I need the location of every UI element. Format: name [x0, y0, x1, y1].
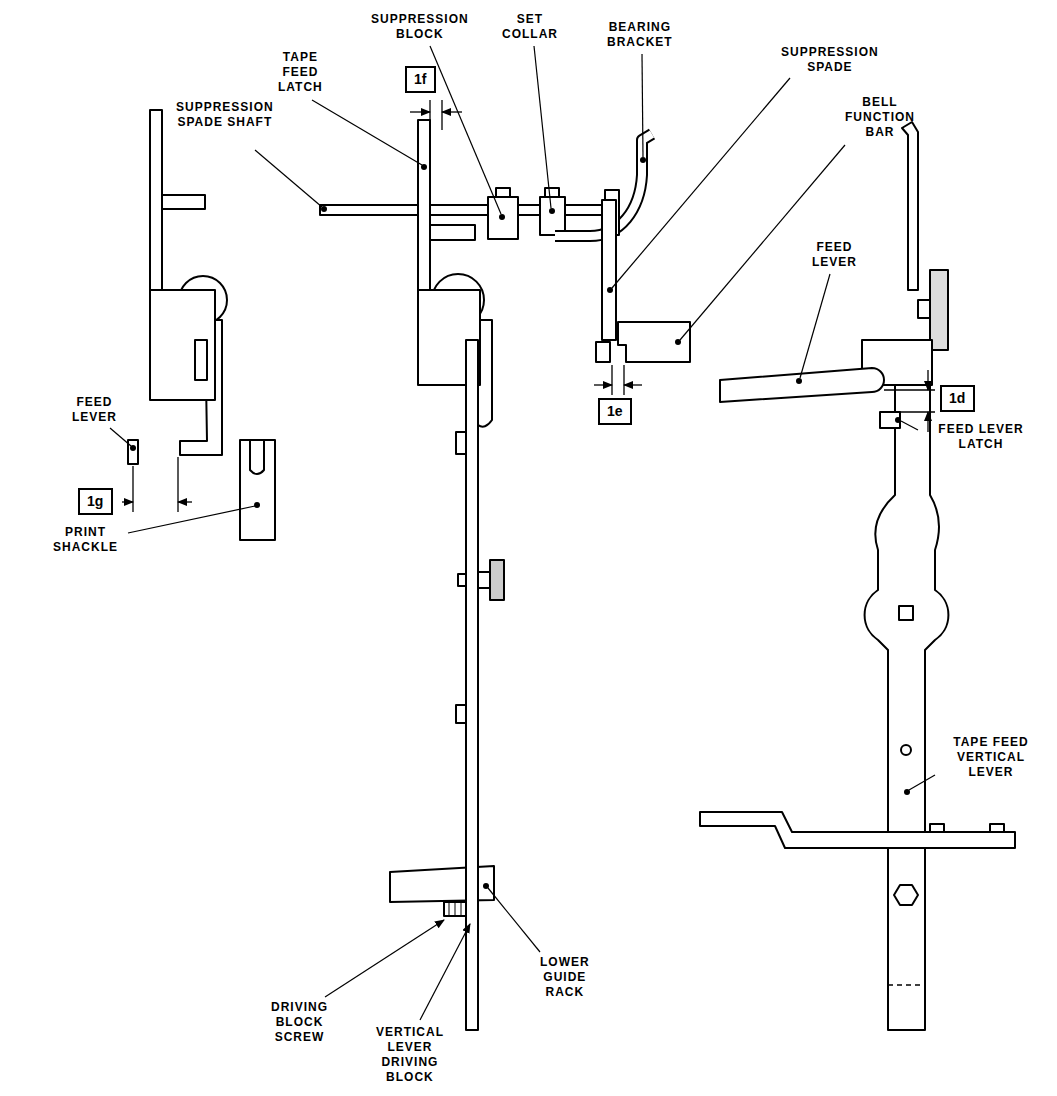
callout-number: 1e: [607, 403, 623, 420]
part-name: TAPE FEED LATCH: [278, 50, 323, 95]
part-name: SUPPRESSION BLOCK: [371, 12, 469, 42]
part-name: LOWER GUIDE RACK: [540, 955, 590, 1000]
part-name: FEED LEVER: [812, 240, 857, 270]
callout-box: 1g: [78, 488, 113, 515]
part-name: BEARING BRACKET: [607, 20, 673, 50]
callout-box: 1e: [598, 398, 632, 425]
callout-number: 1d: [949, 390, 966, 407]
part-name: DRIVING BLOCK SCREW: [271, 1000, 328, 1045]
callout-box: 1d: [940, 385, 975, 412]
part-name: TAPE FEED VERTICAL LEVER: [937, 735, 1045, 780]
callout-box: 1f: [405, 66, 436, 93]
part-name: FEED LEVER LATCH: [922, 422, 1040, 452]
part-name: SUPPRESSION SPADE SHAFT: [176, 100, 274, 130]
part-name: SUPPRESSION SPADE: [781, 45, 879, 75]
part-name: VERTICAL LEVER DRIVING BLOCK: [376, 1025, 444, 1085]
callout-number: 1f: [414, 71, 427, 88]
part-name: SET COLLAR: [502, 12, 558, 42]
part-name: FEED LEVER: [72, 395, 117, 425]
part-name: BELL FUNCTION BAR: [845, 95, 915, 140]
callout-number: 1g: [87, 493, 104, 510]
part-name: PRINT SHACKLE: [53, 525, 118, 555]
